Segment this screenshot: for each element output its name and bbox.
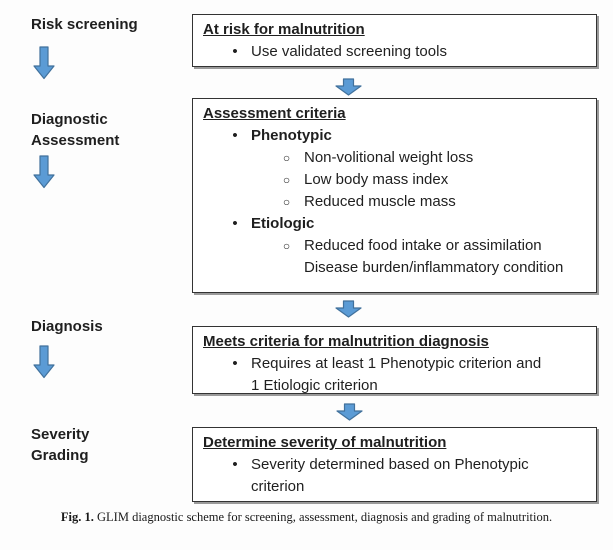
list-item-text: Phenotypic	[251, 127, 332, 144]
list-item: • Severity determined based on Phenotypi…	[203, 454, 586, 476]
list-item: • Phenotypic	[203, 125, 586, 147]
bullet-icon: •	[232, 43, 238, 60]
stage-label-line: Diagnosis	[31, 318, 103, 335]
list-item-text: Reduced muscle mass	[304, 193, 456, 210]
list-item-continuation: 1 Etiologic criterion	[251, 375, 586, 397]
figure-caption: Fig. 1. GLIM diagnostic scheme for scree…	[0, 509, 613, 525]
box-title: Assessment criteria	[203, 105, 346, 122]
circle-bullet-icon: ○	[282, 151, 291, 165]
list-item-text: Non-volitional weight loss	[304, 149, 474, 166]
list-item-continuation: criterion	[251, 476, 586, 498]
list-item: ○ Reduced food intake or assimilation	[203, 235, 586, 257]
box-at-risk-for-malnutrition: At risk for malnutrition • Use validated…	[192, 14, 597, 67]
list-item-continuation: Disease burden/inflammatory condition	[304, 257, 586, 279]
circle-bullet-icon: ○	[282, 195, 291, 209]
bullet-icon: •	[232, 456, 238, 473]
list-item: • Use validated screening tools	[203, 41, 586, 63]
stage-label-diagnostic-assessment: Diagnostic Assessment	[31, 109, 119, 151]
bullet-icon: •	[232, 355, 238, 372]
stage-label-line: Risk screening	[31, 16, 138, 33]
list-item-text: Use validated screening tools	[251, 43, 447, 60]
figure-caption-text: GLIM diagnostic scheme for screening, as…	[97, 510, 553, 524]
list-item-text: Etiologic	[251, 215, 315, 232]
stage-label-line: Assessment	[31, 132, 120, 149]
down-arrow-icon	[335, 300, 362, 318]
circle-bullet-icon: ○	[282, 173, 291, 187]
stage-label-line: Diagnostic	[31, 111, 108, 128]
list-item: • Etiologic	[203, 213, 586, 235]
box-meets-criteria: Meets criteria for malnutrition diagnosi…	[192, 326, 597, 394]
down-arrow-icon	[33, 46, 55, 80]
list-item-text: Disease burden/inflammatory condition	[304, 259, 564, 276]
circle-bullet-icon: ○	[282, 239, 291, 253]
list-item-text: Requires at least 1 Phenotypic criterion…	[251, 355, 542, 372]
bullet-icon: •	[232, 215, 238, 232]
list-item-text: 1 Etiologic criterion	[251, 377, 378, 394]
down-arrow-icon	[336, 403, 363, 421]
stage-label-severity-grading: Severity Grading	[31, 424, 89, 466]
list-item: ○ Reduced muscle mass	[203, 191, 586, 213]
stage-label-risk-screening: Risk screening	[31, 14, 138, 35]
down-arrow-icon	[33, 345, 55, 379]
stage-label-line: Grading	[31, 447, 89, 464]
list-item: • Requires at least 1 Phenotypic criteri…	[203, 353, 586, 375]
stage-label-diagnosis: Diagnosis	[31, 316, 103, 337]
box-title: At risk for malnutrition	[203, 21, 365, 38]
stage-label-line: Severity	[31, 426, 90, 443]
list-item: ○ Non-volitional weight loss	[203, 147, 586, 169]
list-item-text: criterion	[251, 478, 305, 495]
list-item: ○ Low body mass index	[203, 169, 586, 191]
box-title: Meets criteria for malnutrition diagnosi…	[203, 333, 489, 350]
box-title: Determine severity of malnutrition	[203, 434, 447, 451]
down-arrow-icon	[33, 155, 55, 189]
list-item-text: Reduced food intake or assimilation	[304, 237, 542, 254]
down-arrow-icon	[335, 78, 362, 96]
figure-caption-label: Fig. 1.	[60, 510, 94, 524]
list-item-text: Low body mass index	[304, 171, 449, 188]
bullet-icon: •	[232, 127, 238, 144]
box-assessment-criteria: Assessment criteria • Phenotypic ○ Non-v…	[192, 98, 597, 293]
list-item-text: Severity determined based on Phenotypic	[251, 456, 529, 473]
box-determine-severity: Determine severity of malnutrition • Sev…	[192, 427, 597, 502]
